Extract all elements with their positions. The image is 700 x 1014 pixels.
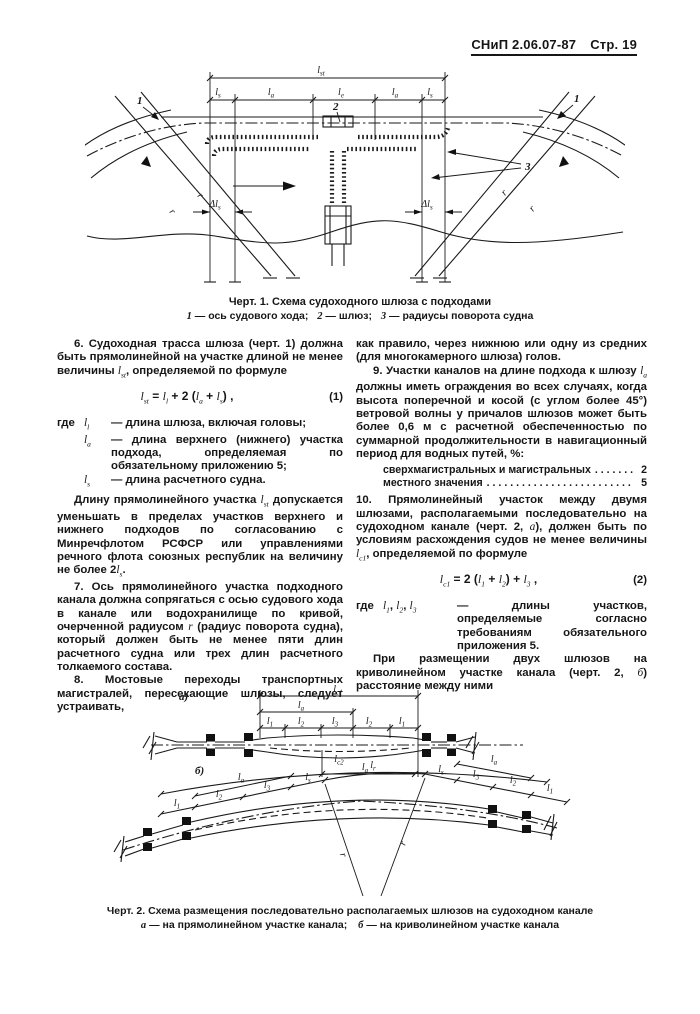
svg-text:l3: l3 [332,716,339,729]
fig2b-channel: б) [113,765,558,863]
paragraph-7: 7. Ось прямолинейного участка подходного… [57,580,343,674]
fig1-lock-structure [204,115,451,266]
paragraph-8: 8. Мостовые переходы транспортных магист… [57,674,343,714]
marker-3: 3 [524,161,531,173]
dim-label-ls-right: ls [427,87,433,100]
fig1-dimension-lines [193,72,462,283]
marker-1-right: 1 [574,93,580,105]
radius-label-r: r [499,188,510,198]
list-item: сверхмагистральных и магистральных . . .… [383,464,647,477]
doc-code: СНиП 2.06.07-87 [471,37,577,52]
svg-text:l1: l1 [547,783,553,796]
definition-row: la — длина верхнего (нижнего) участка по… [84,433,343,473]
svg-text:l2: l2 [510,775,517,788]
figure-2-legend: а — на прямолинейном участке канала; б —… [140,919,560,931]
paragraph-6: 6. Судоходная трасса шлюза (черт. 1) дол… [57,338,343,379]
definition-row: где l1, l2, l3 — длины участков, определ… [356,600,647,653]
paragraph-length: Длину прямолинейного участка lst допуска… [57,494,343,579]
dim-label-la-bottom: la [362,762,369,775]
radius-label-r: r [397,840,409,848]
formula-2: lc1 = 2 (l1 + l2) + l3 , (2) [439,572,647,589]
left-column: 6. Судоходная трасса шлюза (черт. 1) дол… [57,338,343,714]
svg-text:l1: l1 [174,798,180,811]
definition-row: где ll — длина шлюза, включая головы; [57,417,307,432]
radius-label-r: r [337,852,349,859]
svg-text:ls: ls [438,764,444,777]
fig1-markers: 1 1 2 3 [137,93,580,180]
fig1-dim-labels: lst ls la le la ls Δls Δls r r r r [167,65,538,217]
figure-1-legend: 1 — ось судового хода; 2 — шлюз; 3 — рад… [186,310,534,322]
dot-leader: . . . . . . . . . . . . . . . . . . . . … [594,464,633,477]
figure-2-diagram: lc1 la l1 l2 l3 l2 l1 la а) [113,684,571,897]
svg-text:la: la [238,772,245,785]
dim-label-le: le [338,87,344,100]
marker-1-left: 1 [137,95,143,107]
marker-2: 2 [332,101,339,113]
figure-2-caption: Черт. 2. Схема размещения последовательн… [80,905,620,933]
ground-line [86,220,624,244]
dim-label-lc2: lc2 [334,754,344,767]
formula-1: lst = ll + 2 (la + ls) , (1) [140,389,343,406]
radius-label-r: r [195,191,206,201]
dim-label-dls-left: Δls [208,199,221,212]
paragraph-10: 10. Прямолинейный участок между двумя шл… [356,494,647,563]
paragraph-8-continued: как правило, через нижнюю или одну из ср… [356,338,647,364]
figure-1-diagram: lst ls la le la ls Δls Δls r r r r [85,65,625,283]
dim-label-dls-right: Δls [420,199,433,212]
svg-text:l2: l2 [298,716,305,729]
dot-leader: . . . . . . . . . . . . . . . . . . . . … [486,477,633,490]
list-item: местного значения . . . . . . . . . . . … [383,477,647,490]
svg-text:l2: l2 [216,789,223,802]
svg-text:l3: l3 [264,780,271,793]
formula-1-number: (1) [329,391,343,404]
wave-duration-list: сверхмагистральных и магистральных . . .… [356,464,647,490]
fig1-banks-and-axis [85,91,625,277]
part-a-label: а) [179,691,188,703]
definitions-block: где ll — длина шлюза, включая головы; la… [57,417,343,490]
radius-label-r: r [527,204,538,214]
dim-label-lr: lr [370,760,376,773]
svg-text:ls: ls [305,772,311,785]
svg-text:l1: l1 [399,716,405,729]
svg-text:l3: l3 [473,769,480,782]
svg-text:l1: l1 [267,716,273,729]
radius-label-r: r [167,207,178,217]
figure-1-title: Черт. 1. Схема судоходного шлюза с подхо… [228,296,492,308]
dim-label-la-right: la [392,87,399,100]
dim-label-lst: lst [317,65,326,78]
svg-text:la: la [491,754,498,767]
figure-1-caption: Черт. 1. Схема судоходного шлюза с подхо… [110,296,610,324]
figure-2-title: Черт. 2. Схема размещения последовательн… [106,905,594,917]
fig2a-channel: а) [142,691,523,761]
fig2b-dimensions: lc2 la l1 l2 l3 ls lr ls l3 l2 l1 la [157,754,571,897]
right-column: как правило, через нижнюю или одну из ср… [356,338,647,694]
page-number: Стр. 19 [590,37,637,52]
dim-label-ls-left: ls [215,87,221,100]
part-b-label: б) [195,765,204,777]
svg-text:l2: l2 [366,716,373,729]
formula-2-number: (2) [633,574,647,587]
dim-label-la: la [298,700,305,713]
paragraph-curve: При размещении двух шлюзов на криволиней… [356,653,647,693]
dim-label-la-left: la [268,87,275,100]
page-header: СНиП 2.06.07-87 Стр. 19 [471,37,637,56]
definition-row: ls — длина расчетного судна. [84,473,266,488]
paragraph-9: 9. Участки каналов на длине подхода к шл… [356,364,647,461]
dim-label-lc1: lc1 [333,684,342,697]
